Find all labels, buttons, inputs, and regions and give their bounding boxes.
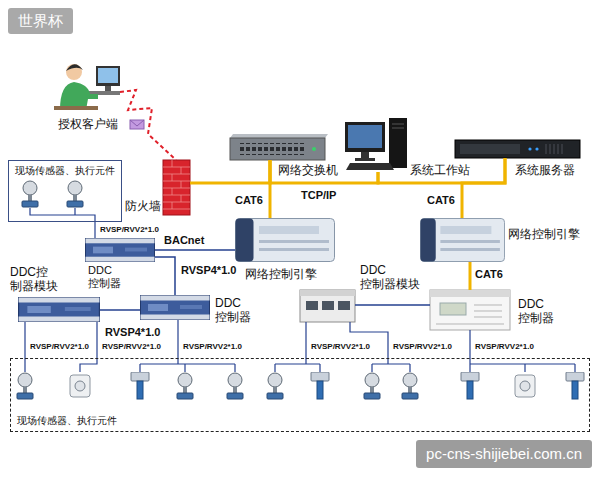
network-link bbox=[469, 330, 470, 358]
ddc-node: DDC 控制器 bbox=[140, 295, 210, 320]
switch-figure bbox=[230, 134, 328, 160]
ddc-node: DDC 控制器 bbox=[85, 238, 155, 262]
device-label: DDC 控制器 bbox=[215, 297, 251, 325]
ddc-figure bbox=[430, 290, 510, 330]
link-label: CAT6 bbox=[426, 194, 456, 207]
device-label: 授权客户端 bbox=[58, 118, 118, 132]
link-label: CAT6 bbox=[474, 268, 504, 281]
workstation-node: 系统工作站 bbox=[345, 118, 408, 172]
engine-figure bbox=[236, 219, 335, 262]
network-link bbox=[305, 322, 306, 358]
link-label: RVSP/RVV2*1.0 bbox=[99, 225, 160, 234]
ddc-module-figure bbox=[300, 290, 355, 322]
firewall-node: 防火墙 bbox=[163, 160, 190, 215]
link-label: RVSP/RVV2*1.0 bbox=[182, 342, 243, 351]
sensor-wires bbox=[25, 208, 575, 372]
device-label: DDC 控制器 bbox=[88, 264, 121, 289]
link-label: RVSP4*1.0 bbox=[104, 326, 161, 339]
link-label: BACnet bbox=[163, 234, 205, 247]
ddc-node: DDC 控制器 bbox=[430, 290, 510, 330]
network-link bbox=[270, 160, 378, 183]
sensor-group-box: 现场传感器、执行元件 bbox=[8, 160, 122, 222]
engine-figure bbox=[420, 219, 504, 262]
ddc-module-node: DDC 控制器模块 bbox=[300, 290, 355, 322]
link-label: CAT6 bbox=[234, 194, 264, 207]
device-label: 系统服务器 bbox=[515, 164, 575, 178]
link-label: RVSP/RVV2*1.0 bbox=[474, 342, 535, 351]
device-label: 防火墙 bbox=[125, 200, 161, 214]
network-link bbox=[155, 257, 175, 295]
ddc-figure bbox=[141, 296, 210, 320]
field-device-box: 现场传感器、执行元件 bbox=[10, 358, 590, 432]
client-node: 授权客户端 bbox=[50, 60, 120, 112]
device-label: DDC控 制器模块 bbox=[10, 266, 58, 294]
device-label: 网络控制引擎 bbox=[245, 268, 317, 282]
network-link bbox=[120, 90, 176, 160]
field-sensors bbox=[17, 181, 584, 399]
network-link bbox=[190, 160, 270, 183]
ddc-module-figure bbox=[19, 298, 100, 322]
network-link bbox=[355, 304, 430, 306]
link-label: RVSP/RVV2*1.0 bbox=[29, 342, 90, 351]
server-node: 系统服务器 bbox=[455, 140, 580, 158]
mail-icon bbox=[130, 120, 144, 129]
network-link bbox=[155, 249, 235, 251]
server-figure bbox=[455, 140, 580, 158]
device-label: 现场传感器、执行元件 bbox=[15, 165, 115, 177]
network-link bbox=[378, 158, 505, 183]
connector-group bbox=[25, 90, 505, 358]
device-label: 系统工作站 bbox=[410, 164, 470, 178]
network-link bbox=[269, 160, 272, 218]
device-label: DDC 控制器 bbox=[518, 298, 554, 326]
watermark-badge: 世界杯 bbox=[8, 8, 73, 34]
ddc-figure bbox=[86, 238, 155, 261]
link-label: RVSP/RVV2*1.0 bbox=[392, 342, 453, 351]
network-link bbox=[100, 309, 140, 311]
device-label: 现场传感器、执行元件 bbox=[17, 415, 117, 427]
workstation-figure bbox=[345, 118, 407, 170]
device-label: DDC 控制器模块 bbox=[360, 264, 420, 292]
link-label: RVSP/RVV2*1.0 bbox=[101, 342, 162, 351]
network-link bbox=[469, 262, 472, 290]
watermark-url: pc-cns-shijiebei.com.cn bbox=[416, 440, 592, 468]
network-link bbox=[94, 222, 95, 238]
network-link bbox=[177, 320, 178, 358]
firewall-figure bbox=[163, 160, 190, 215]
ddc-module-node: DDC控 制器模块 bbox=[18, 297, 100, 322]
link-label: TCP/IP bbox=[300, 189, 337, 202]
engine-node: 网络控制引擎 bbox=[235, 218, 335, 262]
device-label: 网络交换机 bbox=[278, 164, 338, 178]
client-figure bbox=[54, 64, 120, 110]
link-label: RVSP4*1.0 bbox=[180, 264, 237, 277]
network-link bbox=[24, 322, 25, 358]
link-label: RVSP/RVV2*1.0 bbox=[310, 342, 371, 351]
network-link bbox=[350, 322, 388, 358]
switch-node: 网络交换机 bbox=[230, 138, 325, 160]
network-link bbox=[96, 322, 97, 358]
engine-node: 网络控制引擎 bbox=[420, 218, 505, 262]
device-label: 网络控制引擎 bbox=[508, 228, 580, 242]
